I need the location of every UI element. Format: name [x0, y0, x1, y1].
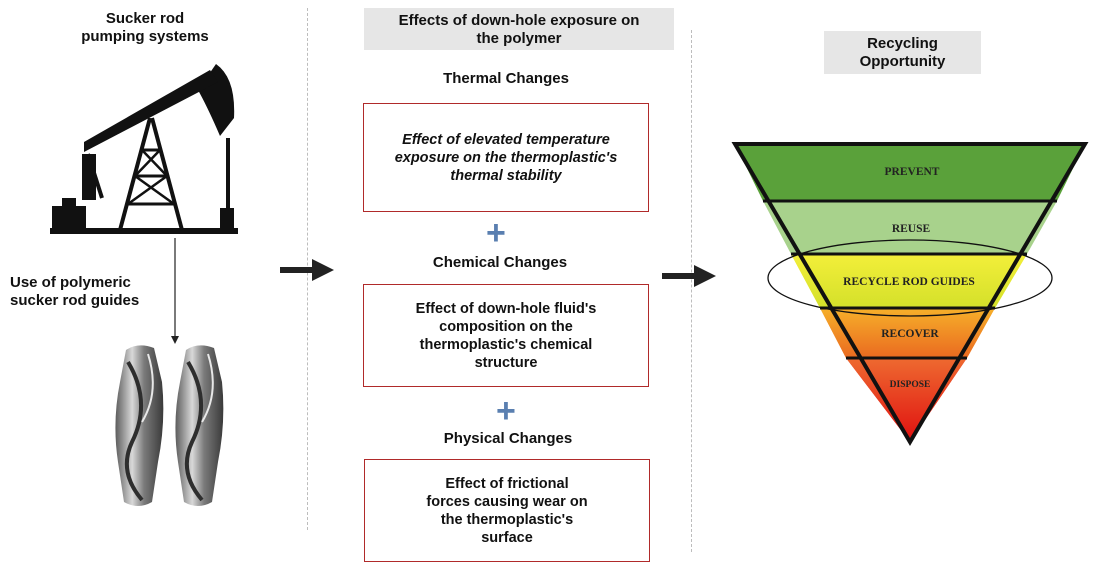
tier-label-prevent: PREVENT — [885, 166, 940, 178]
highlight-ellipse — [767, 239, 1053, 317]
effect-box-chemical: Effect of down-hole fluid's composition … — [363, 284, 649, 387]
section-title-thermal: Thermal Changes — [443, 70, 569, 87]
rod-guides-image — [115, 345, 224, 506]
tier-label-recover: RECOVER — [881, 328, 939, 340]
plus-icon: + — [496, 392, 516, 430]
section-title-physical: Physical Changes — [443, 430, 573, 447]
down-arrow — [171, 238, 179, 344]
tier-label-reuse: REUSE — [892, 223, 931, 235]
pump-jack-icon — [50, 64, 238, 234]
waste-hierarchy-pyramid: PREVENT REUSE RECYCLE ROD GUIDES RECOVER… — [731, 142, 1089, 446]
tier-label-dispose: DISPOSE — [890, 380, 931, 390]
guides-label: Use of polymeric sucker rod guides — [10, 274, 140, 309]
arrow-right-1 — [280, 259, 334, 281]
right-title: Recycling Opportunity — [824, 31, 981, 74]
tier-label-recycle: RECYCLE ROD GUIDES — [843, 276, 975, 288]
divider-right — [691, 30, 692, 552]
tier-prevent — [735, 144, 1085, 201]
effect-box-physical: Effect of frictional forces causing wear… — [364, 459, 650, 562]
tier-reuse — [763, 201, 1057, 254]
middle-title: Effects of down-hole exposure on the pol… — [364, 8, 674, 50]
left-title: Sucker rod pumping systems — [81, 10, 209, 45]
section-title-chemical: Chemical Changes — [432, 254, 568, 271]
effect-box-thermal: Effect of elevated temperature exposure … — [363, 103, 649, 212]
arrow-right-2 — [662, 265, 716, 287]
plus-icon: + — [486, 214, 506, 252]
